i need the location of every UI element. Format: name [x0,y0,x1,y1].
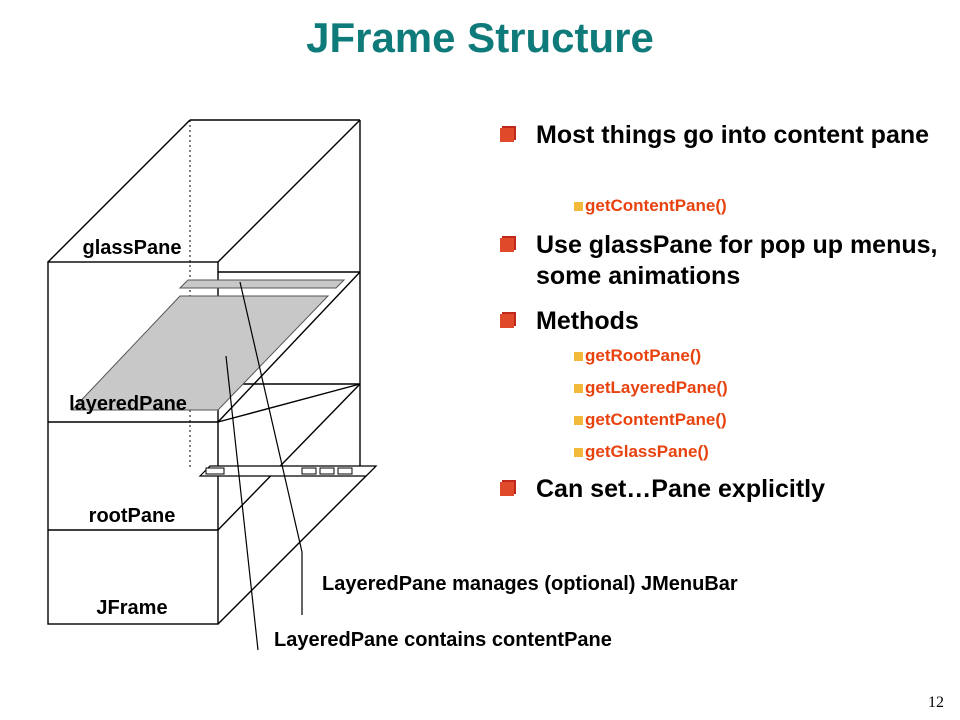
bullet-text: Most things go into content pane [536,121,930,149]
content-pane-shape [70,295,330,411]
bottom-right-edge [217,465,377,625]
frame-front-outline [47,261,219,625]
sub-text: getRootPane() [585,346,702,365]
sub-text: getContentPane() [585,410,727,429]
control-box-4 [337,467,353,475]
label-layeredpane: layeredPane [69,393,187,415]
content-pointer [225,355,259,651]
sub-text: getLayeredPane() [585,378,728,397]
red-square-bullet-icon [500,236,516,252]
sub-text: getGlassPane() [585,442,709,461]
control-box-3 [319,467,335,475]
label-rootpane: rootPane [89,505,176,527]
bullet-text: Can set…Pane explicitly [536,475,826,503]
sub-bullet-icon [574,202,583,211]
sub-bullet-icon [574,352,583,361]
menubar-shape [178,279,346,289]
sub-bullet-icon [574,384,583,393]
separator-glass-diag [217,271,361,423]
red-square-bullet-icon [500,126,516,142]
red-square-bullet-icon [500,312,516,328]
top-right-edge [217,119,361,263]
sub-text: getContentPane() [585,196,727,215]
slide-title: JFrame Structure [306,14,654,61]
bullet-text: Methods [536,307,639,335]
control-box-2 [301,467,317,475]
bullet-text: Use glassPane for pop up menus, some ani… [536,231,938,290]
menubar-pointer [239,281,303,553]
sub-bullet-icon [574,416,583,425]
red-square-bullet-icon [500,480,516,496]
label-jframe: JFrame [96,597,167,619]
separator-root-diag [217,383,361,531]
label-glasspane: glassPane [83,237,182,259]
sub-bullet-icon [574,448,583,457]
page-number: 12 [928,694,944,711]
callout-contentpane: LayeredPane contains contentPane [274,629,612,651]
callout-menubar: LayeredPane manages (optional) JMenuBar [322,573,738,595]
separator-layered-diag [217,383,361,423]
top-left-edge [47,119,191,263]
control-box-1 [205,467,225,475]
